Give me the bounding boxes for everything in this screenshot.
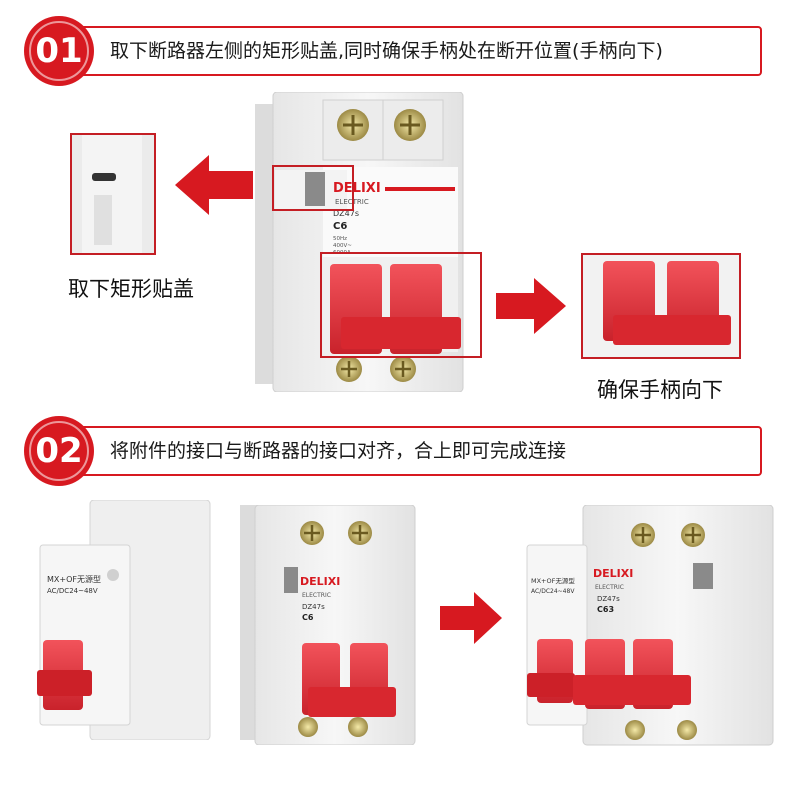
svg-text:ELECTRIC: ELECTRIC (302, 592, 331, 599)
svg-text:C63: C63 (597, 605, 614, 614)
accessory-label: MX+OF无源型 (47, 575, 101, 584)
svg-text:DELIXI: DELIXI (300, 575, 340, 588)
svg-text:400V~: 400V~ (333, 243, 352, 249)
step-1-text: 取下断路器左侧的矩形贴盖,同时确保手柄处在断开位置(手柄向下) (110, 40, 663, 62)
svg-text:MX+OF无源型: MX+OF无源型 (531, 576, 575, 585)
handle-detail-frame (581, 253, 741, 359)
brand-logo: DELIXI (333, 181, 381, 196)
svg-text:AC/DC24~48V: AC/DC24~48V (531, 588, 575, 595)
step-2-text: 将附件的接口与断路器的接口对齐，合上即可完成连接 (110, 440, 567, 462)
caption-handle-down: 确保手柄向下 (597, 378, 723, 402)
svg-text:50Hz: 50Hz (333, 236, 347, 242)
cover-highlight-frame (272, 165, 354, 211)
arrow-left-icon (175, 155, 253, 215)
svg-text:C6: C6 (333, 221, 347, 232)
svg-text:ELECTRIC: ELECTRIC (595, 584, 624, 591)
svg-text:ELECTRIC: ELECTRIC (335, 198, 369, 206)
accessory-module: MX+OF无源型 AC/DC24~48V (37, 500, 211, 740)
svg-text:AC/DC24~48V: AC/DC24~48V (47, 587, 98, 595)
svg-text:DELIXI: DELIXI (593, 567, 633, 580)
handle-detail-image (583, 255, 739, 357)
svg-text:C6: C6 (302, 613, 314, 622)
caption-remove-cover: 取下矩形贴盖 (68, 277, 194, 301)
cover-detail-image (72, 135, 154, 253)
breaker-step2: DELIXI ELECTRIC DZ47s C6 (240, 505, 416, 745)
step-1-number: 01 (24, 16, 94, 86)
step-2-header: 02 将附件的接口与断路器的接口对齐，合上即可完成连接 (0, 400, 800, 490)
step-2-number: 02 (24, 416, 94, 486)
handle-highlight-frame (320, 252, 482, 358)
arrow-right-icon-step2 (440, 592, 502, 644)
svg-text:DZ47s: DZ47s (597, 595, 620, 603)
step-2-bar (44, 426, 762, 476)
arrow-right-icon (496, 278, 566, 334)
svg-text:DZ47s: DZ47s (302, 603, 325, 611)
assembled-breaker: MX+OF无源型 AC/DC24~48V DELIXI ELECTRIC DZ4… (526, 505, 774, 746)
cover-detail-frame (70, 133, 156, 255)
step-1-bar (44, 26, 762, 76)
step-1-header: 01 取下断路器左侧的矩形贴盖,同时确保手柄处在断开位置(手柄向下) (0, 0, 800, 90)
svg-text:DZ47s: DZ47s (333, 209, 359, 218)
